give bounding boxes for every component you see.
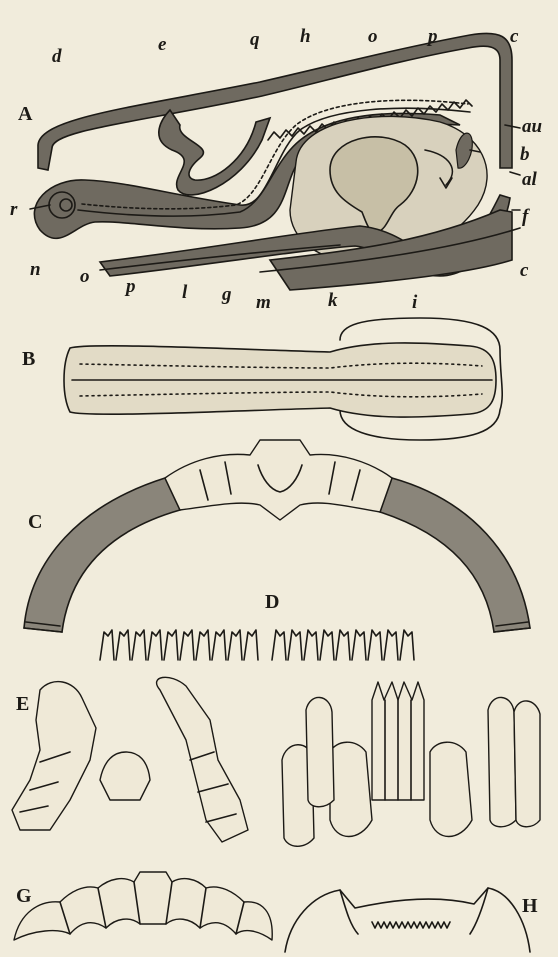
figure-b-radula-ribbon: B (22, 318, 502, 440)
label-b: b (520, 144, 530, 165)
f-right-marginal-2 (514, 701, 540, 827)
arc-band-right (380, 478, 530, 632)
tooth-row-right (272, 630, 414, 660)
label-r: r (10, 199, 18, 220)
figure-letter-c: C (28, 511, 42, 533)
label-k: k (328, 290, 338, 311)
figure-e-teeth: E (12, 677, 248, 842)
figure-a-diagram (30, 33, 520, 290)
label-o-lower: o (80, 266, 90, 287)
label-h: h (300, 26, 311, 47)
f-left-marginal-2 (306, 697, 334, 806)
label-c-lower: c (520, 260, 529, 281)
label-l: l (182, 282, 188, 303)
label-d: d (52, 46, 62, 67)
label-p-upper: p (426, 26, 438, 47)
label-m: m (256, 292, 271, 313)
label-e-upper: e (158, 34, 167, 55)
tooth-row-left (100, 630, 258, 660)
figure-letter-d: D (265, 591, 279, 613)
e-central-tooth (100, 752, 150, 800)
figure-g-teeth: G (14, 872, 272, 940)
f-right-marginal-1 (488, 697, 516, 826)
h-jaw-outline (285, 888, 530, 952)
f-right-lateral (430, 742, 472, 836)
h-inner-arc (340, 888, 488, 934)
arc-band (24, 478, 180, 632)
label-o-upper: o (368, 26, 378, 47)
figure-letter-h: H (522, 895, 538, 917)
figure-d-tooth-row: D (100, 591, 414, 660)
figure-h-jaw: H (285, 888, 538, 952)
f-left-lateral (330, 742, 372, 836)
label-c-upper: c (510, 26, 519, 47)
g-tooth-row (14, 872, 272, 940)
label-q: q (250, 29, 260, 50)
label-n: n (30, 259, 41, 280)
label-f: f (522, 206, 530, 227)
figure-letter-e: E (16, 693, 29, 715)
label-p-lower: p (124, 276, 136, 297)
e-right-arm (157, 677, 248, 842)
figure-letter-g: G (16, 885, 32, 907)
figure-letter-b: B (22, 348, 35, 370)
label-i: i (412, 292, 418, 313)
label-g: g (221, 284, 232, 305)
h-denticles (372, 922, 450, 928)
label-al: al (522, 169, 538, 190)
figure-letter-a: A (18, 103, 33, 125)
fold-e (159, 110, 270, 195)
label-au: au (522, 116, 542, 137)
figure-f-teeth: F (282, 682, 540, 846)
